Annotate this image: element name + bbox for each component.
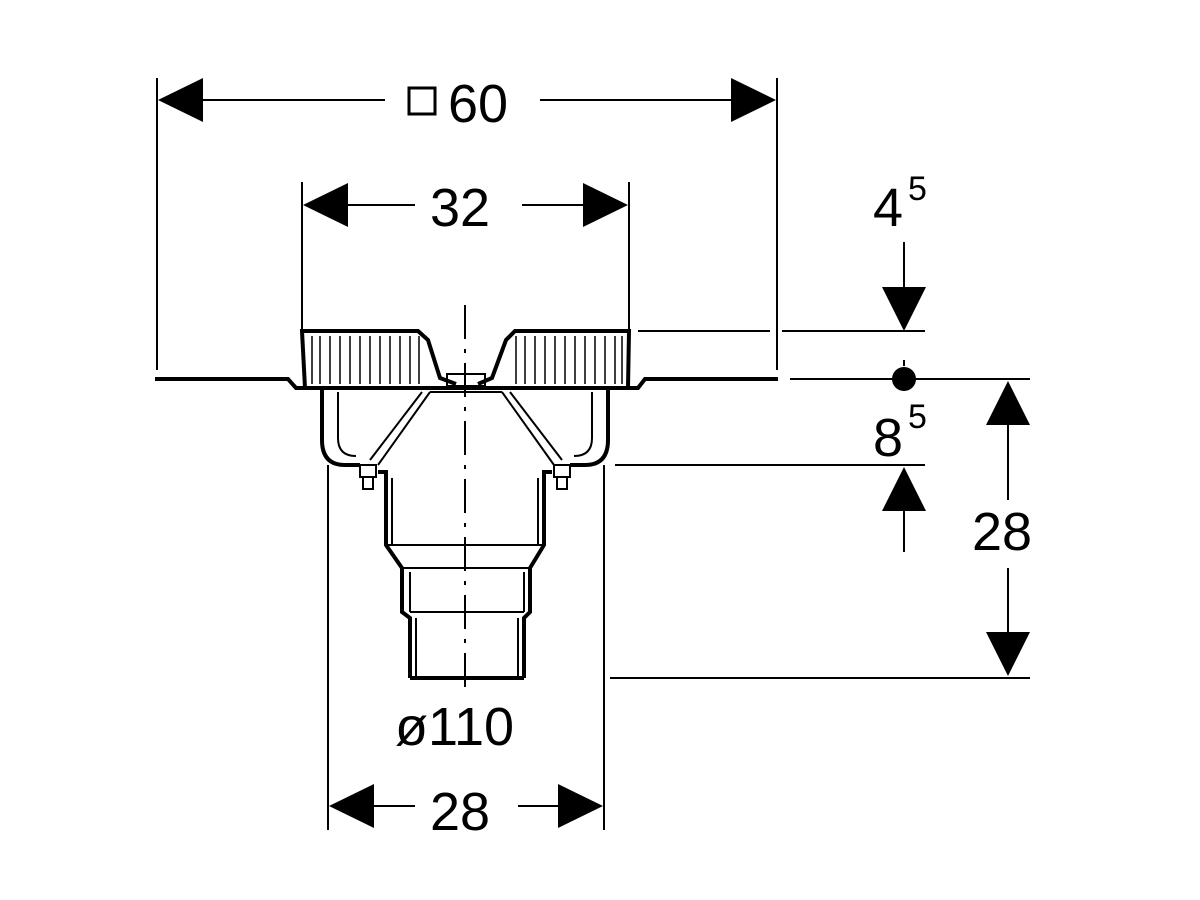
total-height-label: 28 bbox=[972, 502, 1032, 562]
lower-depth-label: 8 bbox=[873, 408, 903, 468]
grate-ribs-left bbox=[311, 336, 420, 384]
body-width-label: 28 bbox=[430, 782, 490, 842]
square-symbol-icon bbox=[407, 86, 437, 116]
outlet-diameter-label: ø110 bbox=[395, 697, 514, 757]
upper-depth-label: 4 bbox=[873, 178, 903, 238]
dimension-top-width: 60 bbox=[156, 74, 778, 370]
dimension-upper-depth: 4 5 bbox=[638, 170, 927, 332]
top-width-label: 60 bbox=[448, 74, 508, 134]
drain-body bbox=[155, 305, 778, 690]
dimension-total-height: 28 bbox=[610, 381, 1032, 679]
lower-depth-superscript: 5 bbox=[908, 398, 927, 436]
dimension-grate-width: 32 bbox=[301, 178, 630, 330]
upper-depth-superscript: 5 bbox=[908, 170, 927, 208]
bolt-left bbox=[359, 464, 377, 490]
dimension-lower-depth: 8 5 bbox=[615, 360, 1030, 552]
bolt-right bbox=[553, 464, 571, 490]
grate-width-label: 32 bbox=[430, 178, 490, 238]
grate-ribs-right bbox=[515, 336, 623, 384]
dimension-body-width: 28 bbox=[327, 465, 605, 842]
